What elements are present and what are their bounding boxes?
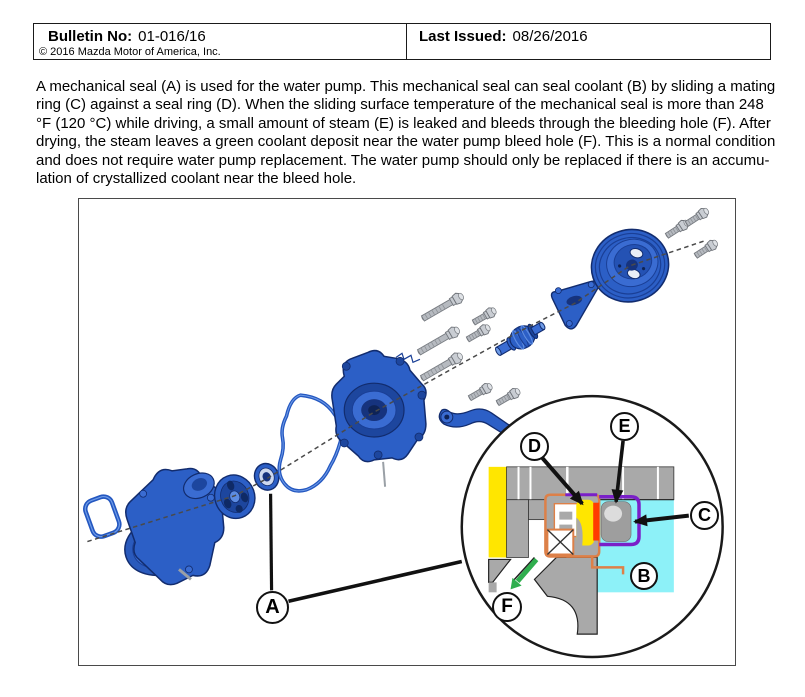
last-issued-value: 08/26/2016 [512, 28, 588, 45]
callout-a-letter: A [265, 596, 280, 618]
water-pump-exploded-diagram [83, 205, 724, 659]
callout-e: E [610, 412, 639, 441]
callout-leader-lines [268, 440, 690, 604]
callout-f-letter: F [501, 596, 513, 617]
body-line: and does not require water pump replacem… [36, 151, 770, 169]
callout-d-letter: D [528, 436, 541, 456]
callout-e-letter: E [618, 416, 631, 436]
inset-circle-outline [460, 394, 724, 659]
bulletin-header-table: Bulletin No: 01-016/16 © 2016 Mazda Motor… [33, 23, 771, 60]
long-bolts [415, 290, 467, 384]
figure-frame: A D E C B F [78, 198, 736, 666]
bulletin-no-cell: Bulletin No: 01-016/16 © 2016 Mazda Motor… [34, 24, 407, 59]
callout-a: A [256, 591, 289, 624]
bulletin-body-text: A mechanical seal (A) is used for the wa… [36, 78, 781, 188]
pump-housing [331, 349, 427, 487]
body-line: lation of crystallized coolant near the … [36, 170, 357, 188]
pump-body [124, 467, 225, 586]
callout-b: B [630, 562, 658, 590]
steam-leak-point [593, 502, 600, 541]
body-line: A mechanical seal (A) is used for the wa… [36, 78, 776, 95]
body-line: drying, the steam leaves a green coolant… [36, 133, 776, 151]
body-line: ring (C) against a seal ring (D). When t… [36, 96, 764, 114]
callout-b-letter: B [637, 565, 651, 586]
last-issued-label: Last Issued: [419, 28, 507, 45]
callout-d: D [520, 432, 549, 461]
bleed-flow-arrow-icon [510, 557, 539, 590]
bulletin-no-value: 01-016/16 [138, 28, 206, 45]
impeller [213, 474, 256, 520]
bracket [438, 408, 525, 438]
assembly-axis-dashed-line [87, 240, 705, 543]
callout-c: C [690, 501, 719, 530]
oring-gasket [83, 494, 122, 539]
body-line: °F (120 °C) while driving, a small amoun… [36, 114, 771, 132]
housing-gasket [277, 393, 344, 493]
copyright-text: © 2016 Mazda Motor of America, Inc. [39, 46, 221, 58]
callout-c-letter: C [698, 505, 711, 525]
callout-f: F [492, 592, 522, 622]
flange-plate [550, 280, 599, 330]
shaft-bearing [495, 321, 546, 356]
last-issued-cell: Last Issued: 08/26/2016 [407, 24, 770, 59]
bulletin-no-label: Bulletin No: [48, 28, 133, 45]
pulley [590, 228, 670, 303]
seal-cross-section [488, 466, 675, 635]
